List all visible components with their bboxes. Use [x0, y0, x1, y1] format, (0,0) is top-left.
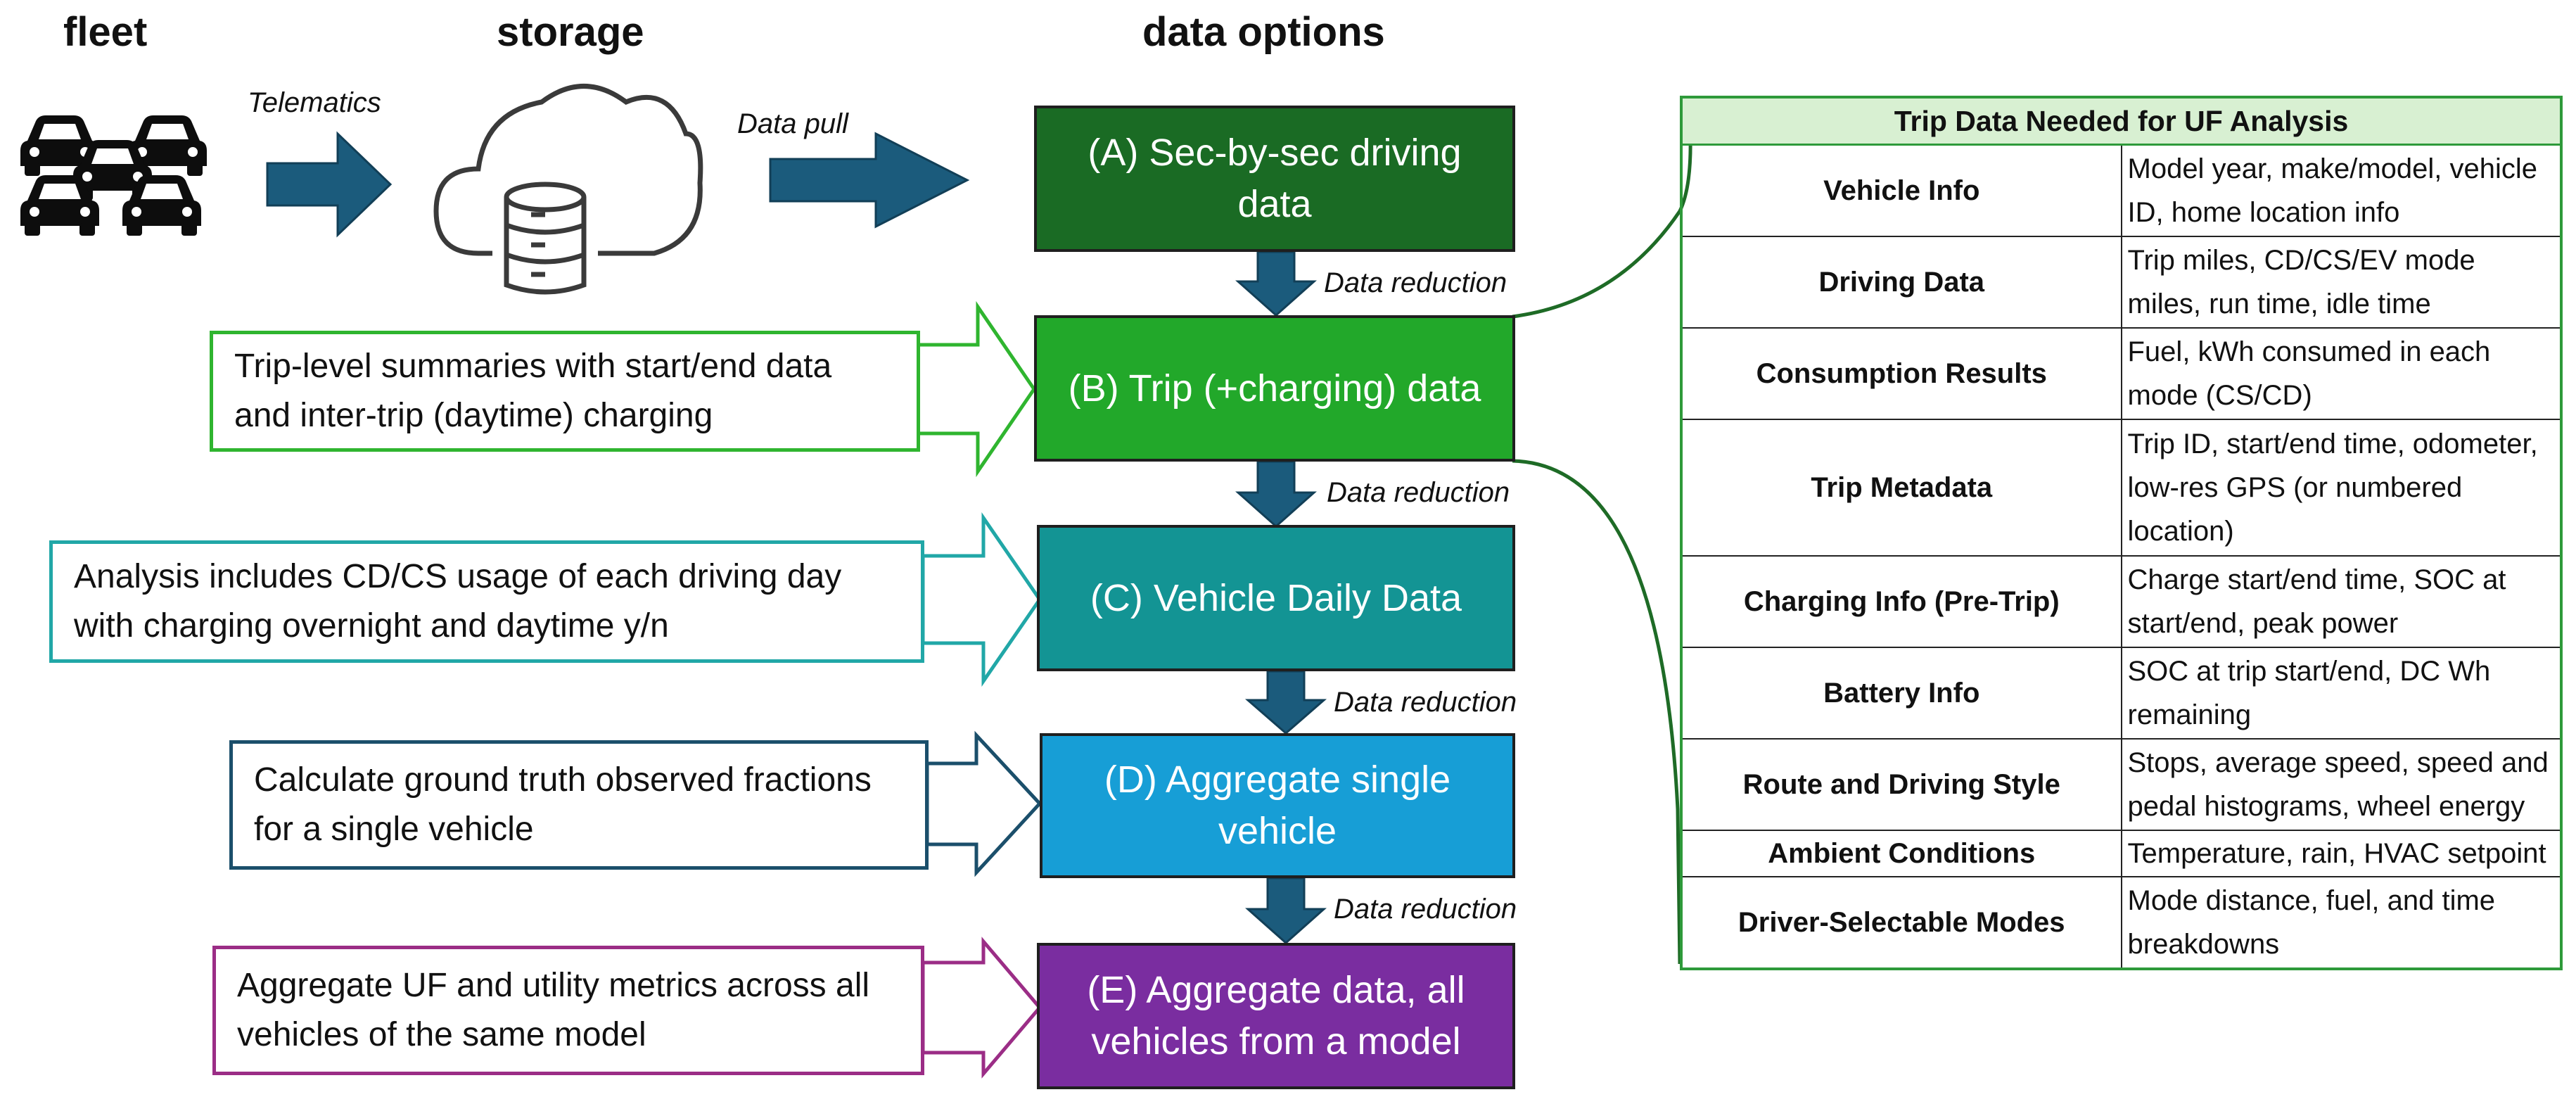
row-details: SOC at trip start/end, DC Wh remaining: [2120, 646, 2560, 740]
row-category: Charging Info (Pre-Trip): [1683, 554, 2122, 648]
note-b-box: Trip-level summaries with start/end data…: [210, 331, 920, 452]
option-e-label: (E) Aggregate data, all vehicles from a …: [1087, 969, 1465, 1062]
telematics-arrow: [266, 131, 393, 238]
row-category: Consumption Results: [1683, 327, 2122, 421]
data-options-header: data options: [1142, 9, 1385, 55]
table-row: Battery Info SOC at trip start/end, DC W…: [1683, 646, 2560, 740]
row-category: Driver-Selectable Modes: [1683, 876, 2122, 967]
table-row: Vehicle Info Model year, make/model, veh…: [1683, 144, 2560, 238]
table-row: Trip Metadata Trip ID, start/end time, o…: [1683, 419, 2560, 557]
note-d-arrow: [925, 730, 1042, 877]
option-c-box: (C) Vehicle Daily Data: [1037, 525, 1515, 671]
reduction-label-3: Data reduction: [1334, 687, 1517, 718]
table-row: Charging Info (Pre-Trip) Charge start/en…: [1683, 554, 2560, 648]
note-e-box: Aggregate UF and utility metrics across …: [212, 946, 924, 1075]
note-e-text: Aggregate UF and utility metrics across …: [237, 967, 870, 1053]
car-fleet-icon: [20, 115, 207, 236]
table-connector-bottom: [1512, 459, 1682, 965]
row-details: Mode distance, fuel, and time breakdowns: [2120, 876, 2560, 967]
note-b-text: Trip-level summaries with start/end data…: [234, 348, 832, 434]
option-b-box: (B) Trip (+charging) data: [1034, 315, 1515, 462]
reduction-label-4: Data reduction: [1334, 894, 1517, 925]
row-category: Battery Info: [1683, 646, 2122, 740]
note-b-arrow: [916, 300, 1037, 478]
table-title: Trip Data Needed for UF Analysis: [1683, 99, 2560, 146]
note-d-text: Calculate ground truth observed fraction…: [254, 761, 872, 848]
row-details: Trip ID, start/end time, odometer, low-r…: [2120, 419, 2560, 557]
note-d-box: Calculate ground truth observed fraction…: [229, 740, 929, 870]
row-details: Model year, make/model, vehicle ID, home…: [2120, 144, 2560, 238]
table-row: Route and Driving Style Stops, average s…: [1683, 737, 2560, 831]
row-category: Ambient Conditions: [1683, 829, 2122, 878]
table-connector-top: [1512, 98, 1692, 319]
option-b-label: (B) Trip (+charging) data: [1068, 367, 1481, 410]
row-details: Charge start/end time, SOC at start/end,…: [2120, 554, 2560, 648]
storage-header: storage: [497, 9, 644, 55]
reduction-label-1: Data reduction: [1324, 267, 1507, 298]
data-pull-arrow: [769, 132, 970, 229]
row-details: Stops, average speed, speed and pedal hi…: [2120, 737, 2560, 831]
note-c-text: Analysis includes CD/CS usage of each dr…: [74, 558, 842, 645]
row-category: Driving Data: [1683, 236, 2122, 329]
table-row: Driving Data Trip miles, CD/CS/EV mode m…: [1683, 236, 2560, 329]
row-details: Temperature, rain, HVAC setpoint: [2120, 829, 2560, 878]
reduction-arrow-2: [1235, 460, 1317, 528]
table-row: Driver-Selectable Modes Mode distance, f…: [1683, 876, 2560, 967]
cloud-database-icon: [433, 84, 703, 295]
row-category: Vehicle Info: [1683, 144, 2122, 238]
row-details: Trip miles, CD/CS/EV mode miles, run tim…: [2120, 236, 2560, 329]
note-c-box: Analysis includes CD/CS usage of each dr…: [49, 540, 924, 663]
data-pull-label: Data pull: [737, 108, 848, 139]
note-e-arrow: [921, 937, 1042, 1079]
reduction-arrow-4: [1245, 877, 1327, 945]
reduction-arrow-1: [1235, 250, 1317, 317]
telematics-label: Telematics: [248, 87, 381, 118]
fleet-header: fleet: [63, 9, 148, 55]
row-category: Trip Metadata: [1683, 419, 2122, 557]
option-d-box: (D) Aggregate single vehicle: [1040, 733, 1515, 878]
table-row: Ambient Conditions Temperature, rain, HV…: [1683, 829, 2560, 878]
table-row: Consumption Results Fuel, kWh consumed i…: [1683, 327, 2560, 421]
trip-data-table: Trip Data Needed for UF Analysis Vehicle…: [1680, 96, 2563, 970]
option-d-label: (D) Aggregate single vehicle: [1104, 759, 1451, 852]
note-c-arrow: [921, 512, 1042, 687]
reduction-arrow-3: [1244, 670, 1327, 735]
option-c-label: (C) Vehicle Daily Data: [1090, 576, 1462, 619]
option-a-box: (A) Sec-by-sec driving data: [1034, 106, 1515, 252]
reduction-label-2: Data reduction: [1327, 477, 1510, 508]
row-category: Route and Driving Style: [1683, 737, 2122, 831]
row-details: Fuel, kWh consumed in each mode (CS/CD): [2120, 327, 2560, 421]
option-a-label: (A) Sec-by-sec driving data: [1088, 132, 1462, 225]
option-e-box: (E) Aggregate data, all vehicles from a …: [1037, 943, 1515, 1089]
